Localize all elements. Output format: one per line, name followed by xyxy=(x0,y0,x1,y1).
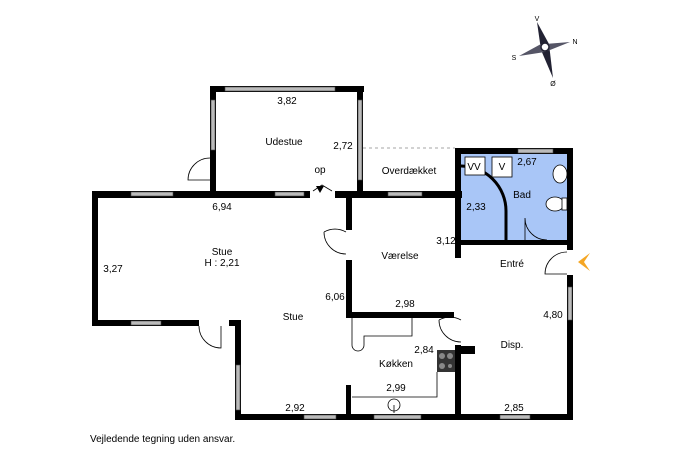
compass-south: S xyxy=(512,55,517,62)
stue-width-2: 2,92 xyxy=(285,403,305,414)
disp-width: 2,85 xyxy=(504,403,524,414)
walls xyxy=(92,86,573,420)
stue-height: H : 2,21 xyxy=(204,258,239,269)
stue-label: Stue xyxy=(212,247,233,258)
vaerelse-depth: 3,12 xyxy=(436,236,456,247)
entrance-arrow-icon xyxy=(578,253,590,271)
kitchen-fixtures xyxy=(351,318,438,413)
overdaekket-label: Overdækket xyxy=(382,166,437,177)
stue-depth: 3,27 xyxy=(103,264,123,275)
room-labels: 3,82 Udestue 2,72 op Overdækket 6,94 Stu… xyxy=(103,96,563,414)
step-label: op xyxy=(314,165,326,176)
kokken-depth: 2,84 xyxy=(414,345,434,356)
bath-fixtures xyxy=(464,156,568,212)
entre-label: Entré xyxy=(500,259,524,270)
vaerelse-label: Værelse xyxy=(381,251,419,262)
stue-depth-2: 6,06 xyxy=(325,292,345,303)
bad-label: Bad xyxy=(513,190,531,201)
compass-icon: V N S Ø xyxy=(512,16,578,88)
windows xyxy=(130,86,573,420)
step-arrow-icon xyxy=(316,186,324,193)
vv-label: VV xyxy=(467,162,481,173)
compass-west: V xyxy=(535,16,540,23)
disclaimer: Vejledende tegning uden ansvar. xyxy=(90,434,235,445)
v-label: V xyxy=(499,162,506,173)
compass-north: N xyxy=(572,39,577,46)
stove-icon xyxy=(437,350,455,372)
udestue-label: Udestue xyxy=(265,137,303,148)
bad-depth: 2,33 xyxy=(466,202,486,213)
udestue-width: 3,82 xyxy=(277,96,297,107)
kokken-width: 2,99 xyxy=(386,383,406,394)
disp-depth: 4,80 xyxy=(543,310,563,321)
vaerelse-width: 2,98 xyxy=(395,299,415,310)
stue-width: 6,94 xyxy=(212,202,232,213)
kokken-label: Køkken xyxy=(379,359,413,370)
disp-label: Disp. xyxy=(501,340,524,351)
udestue-depth: 2,72 xyxy=(333,141,353,152)
compass-east: Ø xyxy=(550,81,556,88)
stue-label-2: Stue xyxy=(283,312,304,323)
bad-width: 2,67 xyxy=(517,157,537,168)
